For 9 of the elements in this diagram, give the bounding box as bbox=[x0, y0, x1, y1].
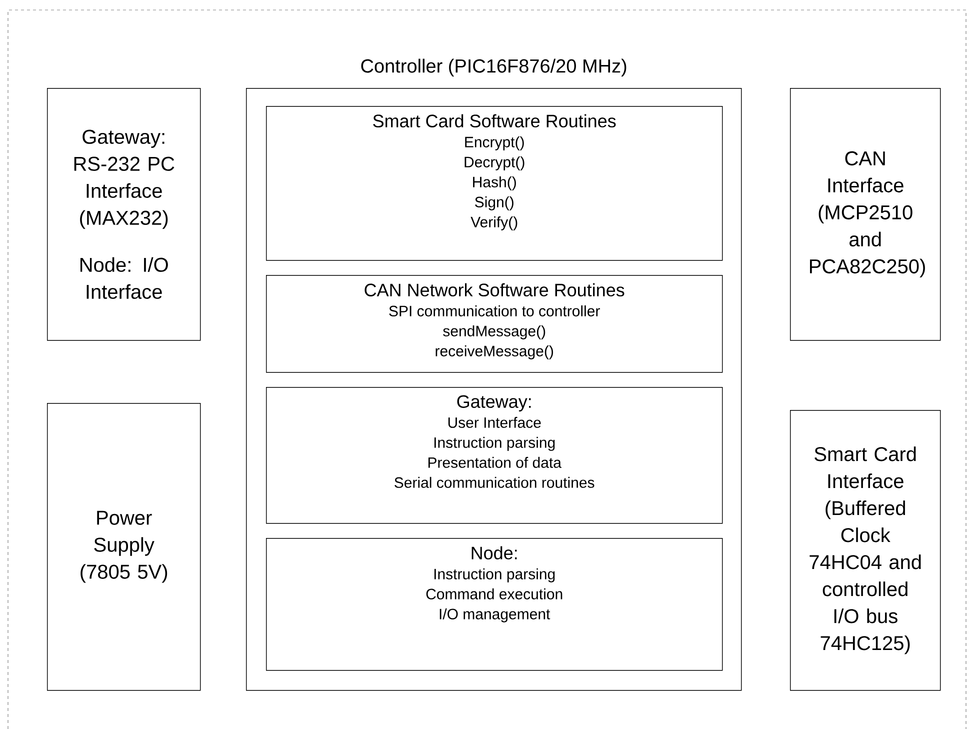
routine-box: CAN Network Software Routines SPI communication to controller sendMessage() receiveMessage() bbox=[266, 275, 723, 373]
routine-box: Smart Card Software Routines Encrypt() Decrypt() Hash() Sign() Verify() bbox=[266, 106, 723, 261]
module-box: CAN Interface (MCP2510 and PCA82C250) bbox=[790, 88, 941, 341]
module-box: Gateway: RS-232 PC Interface (MAX232) Node: I/O Interface bbox=[47, 88, 201, 341]
routine-box: Node: Instruction parsing Command execution I/O management bbox=[266, 538, 723, 671]
module-box: Smart Card Interface (Buffered Clock 74HC04 and controlled I/O bus 74HC125) bbox=[790, 410, 941, 691]
module-box: Power Supply (7805 5V) bbox=[47, 403, 201, 691]
node-label: Controller (PIC16F876/20 MHz) bbox=[361, 58, 626, 76]
routine-box: Gateway: User Interface Instruction parsing Presentation of data Serial communication routines bbox=[266, 387, 723, 524]
